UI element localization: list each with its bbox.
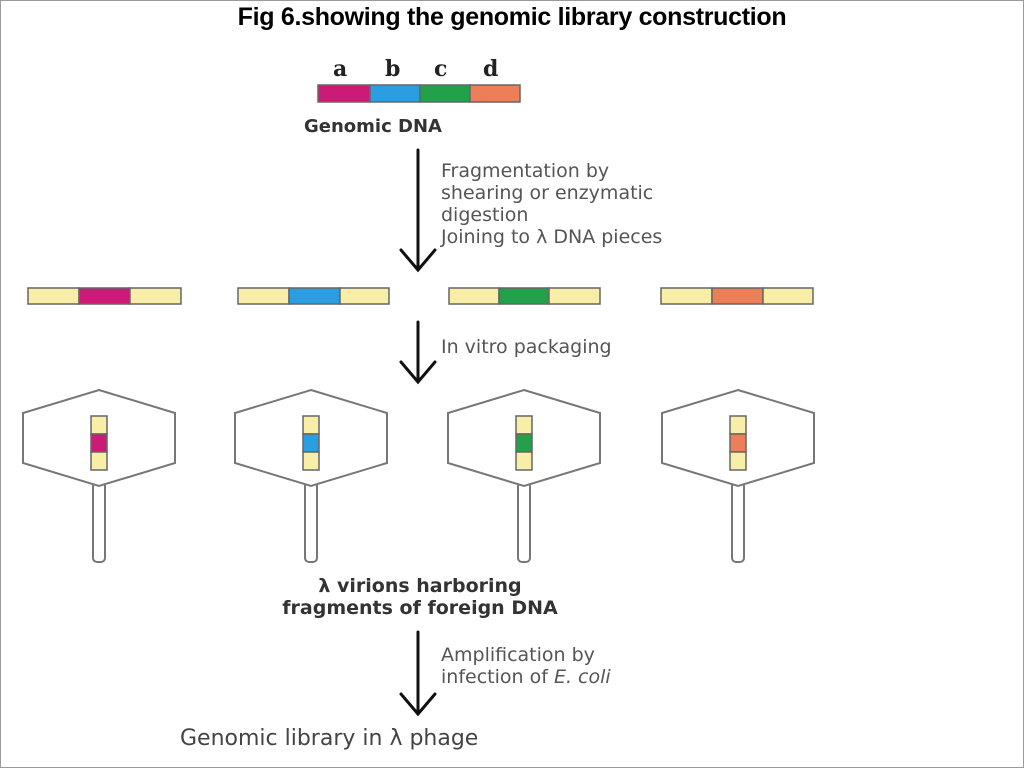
virions-label-line: fragments of foreign DNA bbox=[282, 597, 558, 619]
segment-label-b: b bbox=[385, 56, 401, 82]
lambda-phage-virion-a bbox=[22, 388, 176, 563]
step-text-line: Joining to λ DNA pieces bbox=[441, 226, 663, 248]
lambda-phage-virion-b bbox=[234, 388, 388, 563]
step-text-line: digestion bbox=[441, 204, 529, 226]
segment-label-c: c bbox=[434, 56, 448, 82]
genomic-dna-bar bbox=[317, 84, 521, 103]
amplification-step-text: Amplification by infection of E. coli bbox=[441, 644, 611, 688]
organism-name: E. coli bbox=[553, 666, 611, 688]
genomic-dna-label: Genomic DNA bbox=[304, 116, 442, 137]
segment-label-a: a bbox=[333, 56, 348, 82]
step-text-span: infection of bbox=[441, 666, 554, 688]
lambda-phage-virion-d bbox=[661, 388, 815, 563]
genomic-library-label: Genomic library in λ phage bbox=[180, 726, 479, 751]
genomic-segment-d bbox=[469, 84, 521, 103]
recombinant-fragment-c bbox=[448, 287, 601, 305]
fragmentation-step-text: Fragmentation by shearing or enzymatic d… bbox=[441, 160, 662, 248]
step-text-line: Amplification by bbox=[441, 644, 595, 666]
segment-label-d: d bbox=[483, 56, 499, 82]
step-text-line: shearing or enzymatic bbox=[441, 182, 654, 204]
genomic-segment-c bbox=[419, 84, 471, 103]
packaging-step-text: In vitro packaging bbox=[441, 336, 612, 358]
arrow-down-icon bbox=[399, 630, 437, 717]
recombinant-fragment-b bbox=[237, 287, 390, 305]
figure-title: Fig 6.showing the genomic library constr… bbox=[237, 3, 787, 31]
virions-label: λ virions harboring fragments of foreign… bbox=[0, 575, 840, 619]
step-text-line: infection of E. coli bbox=[441, 666, 611, 688]
arrow-down-icon bbox=[399, 320, 437, 385]
step-text-line: Fragmentation by bbox=[441, 160, 610, 182]
recombinant-fragment-d bbox=[660, 287, 814, 305]
genomic-segment-a bbox=[317, 84, 371, 103]
genomic-segment-b bbox=[369, 84, 421, 103]
recombinant-fragment-a bbox=[27, 287, 182, 305]
arrow-down-icon bbox=[399, 148, 437, 273]
lambda-phage-virion-c bbox=[447, 388, 601, 563]
virions-label-line: λ virions harboring bbox=[318, 575, 522, 597]
